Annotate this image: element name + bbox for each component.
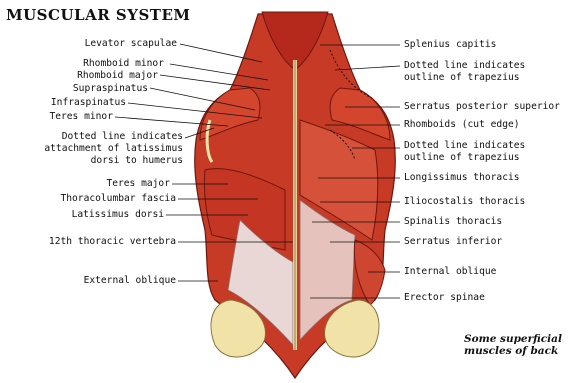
label-dotted-latissimus-line1: Dotted line indicates xyxy=(62,131,183,142)
label-longissimus-thoracis: Longissimus thoracis xyxy=(404,172,520,183)
label-levator-scapulae: Levator scapulae xyxy=(85,38,177,49)
label-infraspinatus: Infraspinatus xyxy=(51,97,126,108)
label-dotted-latissimus-line3: dorsi to humerus xyxy=(91,155,183,166)
label-iliocostalis-thoracis: Iliocostalis thoracis xyxy=(404,196,525,207)
label-rhomboids-cut-edge: Rhomboids (cut edge) xyxy=(404,119,520,130)
label-thoracolumbar-fascia: Thoracolumbar fascia xyxy=(60,193,176,204)
label-dotted-trapezius-a-line1: Dotted line indicates xyxy=(404,60,525,71)
label-dotted-trapezius-b-line1: Dotted line indicates xyxy=(404,140,525,151)
label-dotted-latissimus-line2: attachment of latissimus xyxy=(44,143,183,154)
label-external-oblique: External oblique xyxy=(84,275,176,286)
label-dotted-trapezius-a-line2: outline of trapezius xyxy=(404,72,520,83)
label-erector-spinae: Erector spinae xyxy=(404,292,485,303)
label-latissimus-dorsi: Latissimus dorsi xyxy=(72,209,164,220)
label-serratus-posterior-superior: Serratus posterior superior xyxy=(404,101,560,112)
caption-line1: Some superficial xyxy=(464,333,562,345)
label-rhomboid-major: Rhomboid major xyxy=(77,70,158,81)
label-12th-thoracic-vertebra: 12th thoracic vertebra xyxy=(49,236,176,247)
label-teres-major: Teres major xyxy=(106,178,170,189)
label-serratus-inferior: Serratus inferior xyxy=(404,236,502,247)
label-splenius-capitis: Splenius capitis xyxy=(404,39,496,50)
caption-line2: muscles of back xyxy=(464,345,562,357)
label-internal-oblique: Internal oblique xyxy=(404,266,496,277)
label-teres-minor: Teres minor xyxy=(49,111,113,122)
label-rhomboid-minor: Rhomboid minor xyxy=(83,58,164,69)
label-supraspinatus: Supraspinatus xyxy=(73,83,148,94)
label-dotted-trapezius-b-line2: outline of trapezius xyxy=(404,152,520,163)
figure-caption: Some superficial muscles of back xyxy=(464,333,562,357)
label-spinalis-thoracis: Spinalis thoracis xyxy=(404,216,502,227)
